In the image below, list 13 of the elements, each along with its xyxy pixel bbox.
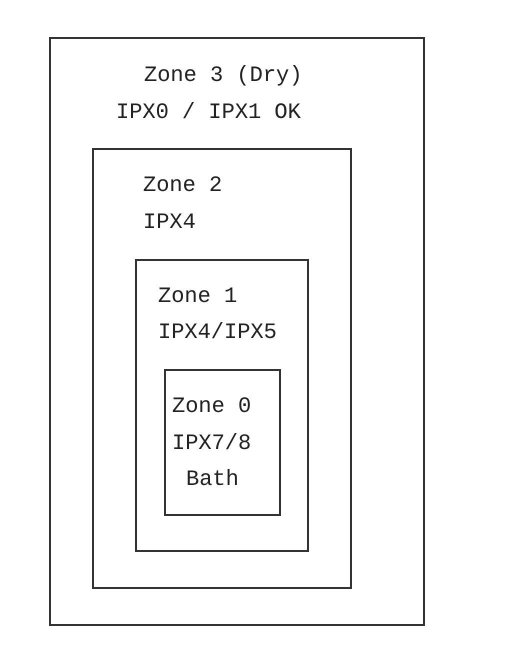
zone-rating: Bath: [186, 467, 239, 493]
zone-rating: IPX4/IPX5: [158, 320, 277, 346]
zone-box: [49, 37, 425, 626]
zone-heading: Zone 1: [158, 284, 238, 310]
zone-heading: Zone 2: [143, 173, 222, 199]
zone-box: [164, 369, 281, 516]
zone-heading: Zone 3 (Dry): [144, 63, 302, 89]
zone-rating: IPX4: [143, 210, 196, 236]
zone-rating: IPX0 / IPX1 OK: [116, 100, 301, 126]
zone-heading: Zone 0: [172, 394, 252, 420]
zone-box: [92, 148, 352, 589]
zone-rating: IPX7/8: [172, 431, 252, 457]
zone-box: [135, 259, 309, 552]
